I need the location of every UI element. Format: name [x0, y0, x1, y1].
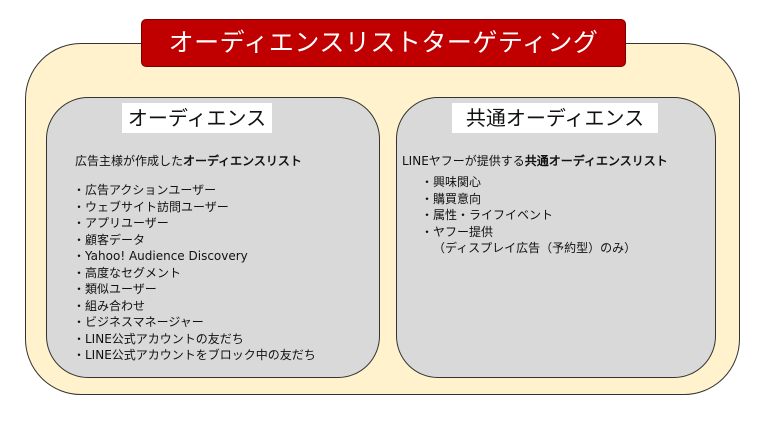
- audience-item-list: ・広告アクションユーザー ・ウェブサイト訪問ユーザー ・アプリユーザー ・顧客デ…: [73, 182, 316, 364]
- list-item: ・高度なセグメント: [73, 265, 182, 280]
- common-audience-desc-strong: 共通オーディエンスリスト: [524, 154, 668, 168]
- list-item: ・顧客データ: [73, 232, 146, 247]
- audience-desc-strong: オーディエンスリスト: [183, 154, 302, 168]
- list-item: ・購買意向: [421, 191, 482, 206]
- list-item: ・組み合わせ: [73, 298, 146, 313]
- list-item: ・広告アクションユーザー: [73, 183, 217, 197]
- list-item: ・LINE公式アカウントをブロック中の友だち: [73, 348, 316, 362]
- list-item: ・ヤフー提供: [421, 224, 494, 239]
- audience-desc-prefix: 広告主様が作成した: [75, 154, 184, 168]
- main-title: オーディエンスリストターゲティング: [141, 19, 626, 67]
- list-item: ・ウェブサイト訪問ユーザー: [73, 199, 229, 214]
- common-audience-desc-prefix: LINEヤフーが提供する: [402, 154, 525, 168]
- common-audience-card-label: 共通オーディエンス: [452, 103, 658, 133]
- list-item: ・アプリユーザー: [73, 216, 169, 230]
- list-item-note: （ディスプレイ広告（予約型）のみ）: [433, 241, 637, 255]
- list-item: ・類似ユーザー: [73, 282, 157, 296]
- audience-card: オーディエンス 広告主様が作成したオーディエンスリスト ・広告アクションユーザー…: [46, 97, 380, 378]
- common-audience-card: 共通オーディエンス LINEヤフーが提供する共通オーディエンスリスト ・興味関心…: [396, 97, 716, 378]
- list-item: ・属性・ライフイベント: [421, 208, 554, 222]
- audience-description: 広告主様が作成したオーディエンスリスト: [75, 152, 302, 169]
- list-item: ・LINE公式アカウントの友だち: [73, 331, 244, 346]
- audience-card-label: オーディエンス: [122, 103, 272, 133]
- list-item: ・興味関心: [421, 175, 482, 189]
- common-audience-description: LINEヤフーが提供する共通オーディエンスリスト: [402, 152, 668, 169]
- list-item: ・ビジネスマネージャー: [73, 315, 204, 329]
- list-item: ・Yahoo! Audience Discovery: [73, 249, 248, 263]
- common-audience-item-list: ・興味関心 ・購買意向 ・属性・ライフイベント ・ヤフー提供 （ディスプレイ広告…: [421, 174, 636, 257]
